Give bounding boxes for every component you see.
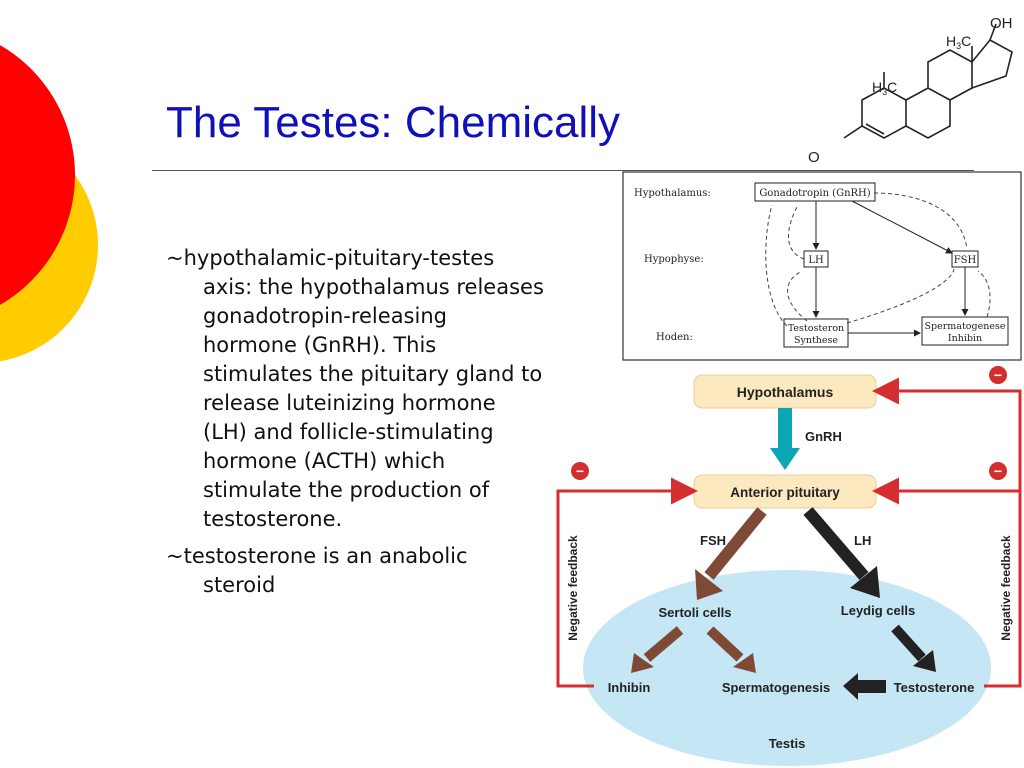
- hypothalamus-label: Hypothalamus: [737, 384, 834, 400]
- minus-sign-right: [989, 462, 1007, 480]
- hormone-axis-schematic: Hypothalamus: Hypophyse: Hoden: Gonadotr…: [622, 171, 1022, 361]
- leydig-label: Leydig cells: [841, 603, 915, 618]
- inhibin-small-label: Inhibin: [948, 333, 982, 344]
- minus-sign-top: [989, 366, 1007, 384]
- minus-text-top: −: [994, 367, 1002, 383]
- fsh-arrow-head: [695, 569, 723, 600]
- minus-text-left: −: [576, 463, 584, 479]
- inhibin-arrow-shaft: [643, 626, 684, 662]
- left-feedback-loop: [556, 477, 698, 688]
- gnrh-label: GnRH: [805, 429, 842, 444]
- bullet-item-axis: ~hypothalamic-pituitary-testes axis: the…: [166, 246, 544, 531]
- sertoli-label: Sertoli cells: [659, 605, 732, 620]
- inhibin-arrow-head: [631, 653, 654, 673]
- spermatogenese-label: Spermatogenese: [925, 321, 1006, 332]
- molecule-h3c-mid: H3C: [872, 79, 897, 97]
- molecule-o-label: O: [808, 149, 820, 166]
- spermatogenesis-arrow-head: [733, 653, 756, 673]
- testosterone-to-sperm-head: [843, 673, 858, 700]
- pituitary-label: Anterior pituitary: [730, 485, 840, 500]
- negative-feedback-label-right: Negative feedback: [999, 535, 1013, 641]
- decorative-circles: [0, 45, 98, 362]
- row-label-hypothalamus: Hypothalamus:: [634, 188, 711, 199]
- fsh-arrow-shaft: [704, 507, 767, 580]
- lh-arrow-head: [850, 566, 880, 598]
- gnrh-arrow-shaft: [778, 408, 792, 448]
- synthese-label: Synthese: [794, 335, 838, 346]
- testosterone-arrow-head: [913, 650, 936, 672]
- gnrh-box-label: Gonadotropin (GnRH): [759, 188, 870, 199]
- title-divider: [152, 170, 974, 171]
- spermatogenese-box: [921, 316, 1009, 346]
- minus-sign-left: [571, 462, 589, 480]
- gnrh-arrow-head: [770, 448, 800, 470]
- molecule-oh-label: OH: [990, 15, 1013, 32]
- molecule-h3c-top: H3C: [946, 33, 971, 51]
- right-feedback-loop-pituitary: [872, 477, 1022, 688]
- minus-text-right: −: [994, 463, 1002, 479]
- lh-arrow-shaft: [803, 507, 869, 580]
- bullet-list: ~hypothalamic-pituitary-testes axis: the…: [166, 244, 546, 608]
- negative-feedback-diagram: Hypothalamus Anterior pituitary GnRH FSH…: [556, 366, 1022, 766]
- lh-box-label: LH: [808, 255, 824, 266]
- testosterone-label: Testosterone: [894, 680, 975, 695]
- lh-label: LH: [854, 533, 871, 548]
- red-circle: [0, 45, 75, 305]
- spermatogenesis-label: Spermatogenesis: [722, 680, 830, 695]
- right-feedback-loop-hypothalamus: [872, 377, 1022, 491]
- fsh-label: FSH: [700, 533, 726, 548]
- inhibin-label: Inhibin: [608, 680, 651, 695]
- testosterone-arrow-shaft: [891, 624, 926, 662]
- testosterone-molecule: O H3C H3C OH: [808, 15, 1013, 166]
- testis-region: [583, 570, 991, 766]
- testosteron-label: Testosteron: [788, 323, 844, 334]
- row-label-hypophyse: Hypophyse:: [644, 254, 704, 265]
- bullet-item-steroid: ~testosterone is an anabolic steroid: [166, 544, 468, 597]
- row-label-hoden: Hoden:: [656, 332, 693, 343]
- testosterone-to-sperm-shaft: [856, 680, 886, 693]
- testis-label: Testis: [769, 736, 806, 751]
- spermatogenesis-arrow-shaft: [706, 626, 744, 662]
- fsh-box-label: FSH: [954, 255, 977, 266]
- gnrh-box: [754, 182, 876, 202]
- negative-feedback-label-left: Negative feedback: [566, 535, 580, 641]
- slide-title: The Testes: Chemically: [166, 98, 621, 147]
